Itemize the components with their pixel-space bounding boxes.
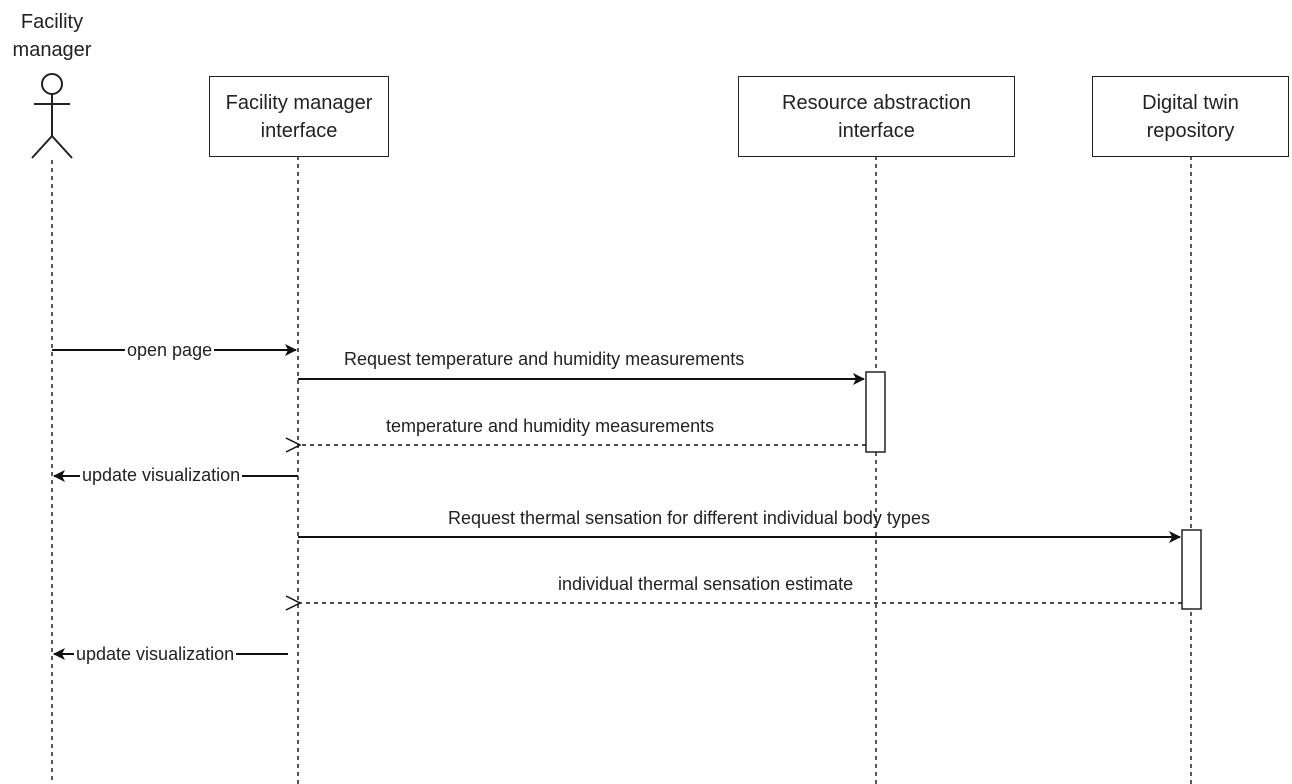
message-return-temp-humidity: temperature and humidity measurements: [386, 416, 715, 436]
participant-resource-abstraction-interface: Resource abstraction interface: [738, 76, 1015, 157]
message-request-temp-humidity: Request temperature and humidity measure…: [344, 349, 745, 369]
message-request-thermal-sensation: Request thermal sensation for different …: [448, 508, 930, 528]
message-return-thermal-estimate: individual thermal sensation estimate: [558, 574, 854, 594]
actor-facility-manager-label: Facility manager: [12, 11, 92, 61]
message-open-page: open page: [125, 340, 215, 360]
participant-facility-manager-interface: Facility manager interface: [209, 76, 389, 157]
activation-resource-abstraction: [865, 371, 886, 453]
message-update-visualization-1: update visualization: [80, 465, 243, 485]
message-update-visualization-2: update visualization: [74, 644, 237, 664]
actor-stick-figure-icon: [31, 73, 73, 159]
participant-digital-twin-repository: Digital twin repository: [1092, 76, 1289, 157]
activation-digital-twin: [1181, 529, 1202, 610]
